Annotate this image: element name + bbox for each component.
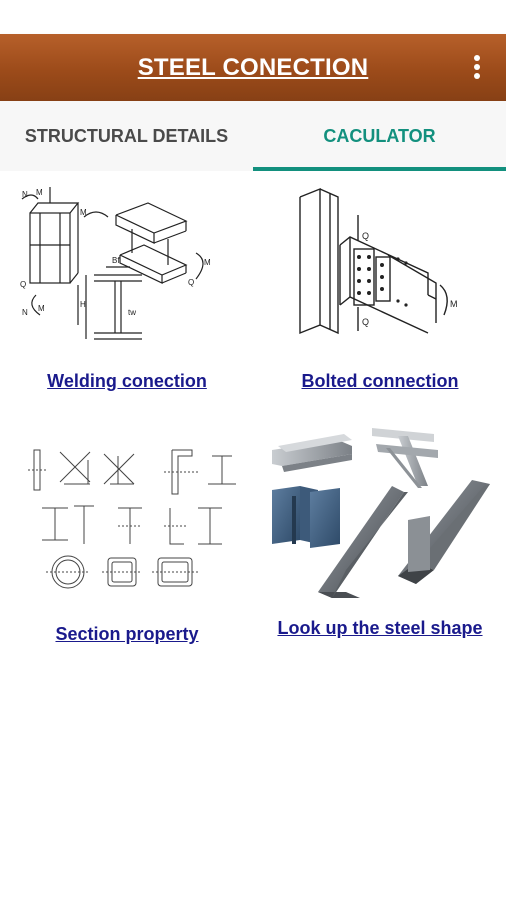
- card-label-bolted: Bolted connection: [301, 371, 459, 391]
- card-label-welding: Welding conection: [47, 371, 207, 391]
- more-vert-icon[interactable]: [470, 55, 484, 81]
- svg-text:M: M: [450, 299, 458, 309]
- svg-text:Bf: Bf: [112, 256, 120, 265]
- tab-structural-details[interactable]: STRUCTURAL DETAILS: [24, 125, 229, 146]
- card-label-section: Section property: [55, 624, 199, 644]
- tab-indicator: [253, 167, 506, 171]
- svg-text:Q: Q: [188, 278, 194, 287]
- card-section-property[interactable]: Section property: [8, 420, 246, 652]
- app-bar: STEEL CONECTION: [0, 34, 506, 101]
- svg-text:Q: Q: [362, 317, 369, 327]
- app-title: STEEL CONECTION: [137, 54, 369, 81]
- card-bolted-connection[interactable]: Q Q M Bolted connection: [258, 175, 502, 397]
- bolted-connection-image: Q Q M: [264, 175, 496, 359]
- card-steel-shape[interactable]: Look up the steel shape: [258, 420, 502, 646]
- svg-text:Q: Q: [20, 280, 26, 289]
- svg-text:M: M: [36, 188, 43, 197]
- status-bar: [0, 0, 506, 34]
- svg-text:N: N: [22, 190, 28, 199]
- svg-text:M: M: [38, 304, 45, 313]
- svg-text:Q: Q: [362, 231, 369, 241]
- svg-text:H: H: [80, 300, 86, 309]
- svg-text:tw: tw: [128, 308, 136, 317]
- tab-caculator[interactable]: CACULATOR: [323, 125, 436, 146]
- svg-text:M: M: [204, 258, 211, 267]
- svg-text:N: N: [22, 308, 28, 317]
- tab-bar: STRUCTURAL DETAILS CACULATOR: [0, 101, 506, 171]
- section-property-image: [14, 420, 240, 606]
- card-label-steel-shape: Look up the steel shape: [277, 618, 483, 638]
- svg-text:M: M: [80, 208, 87, 217]
- steel-shapes-image: [272, 428, 490, 598]
